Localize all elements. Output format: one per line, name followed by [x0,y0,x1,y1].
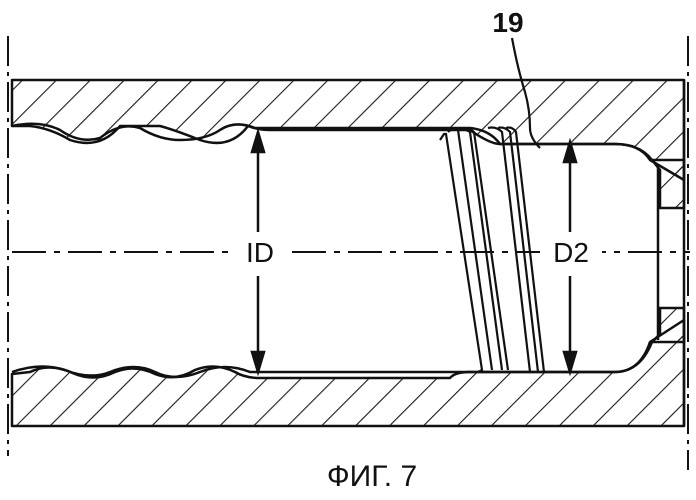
thread-groove-group [440,128,544,373]
bottom-inner-profile [12,342,652,377]
dimension-d2-label: D2 [553,237,589,268]
reference-numeral: 19 [492,7,523,38]
figure-caption: ФИГ. 7 [327,460,417,493]
dimension-id-label: ID [246,237,274,268]
